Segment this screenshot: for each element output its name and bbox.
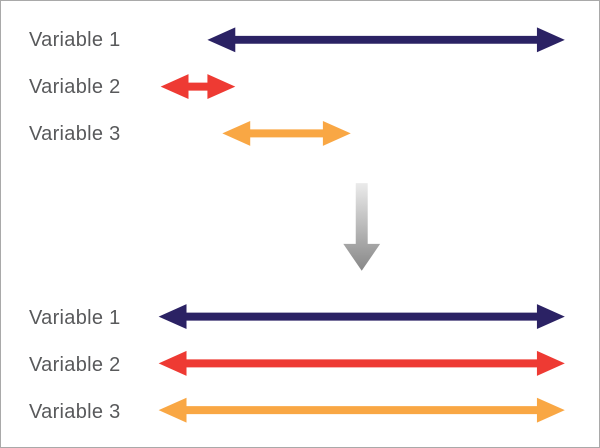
variable-label: Variable 2 bbox=[29, 354, 121, 376]
range-arrow bbox=[160, 74, 236, 100]
variable-label: Variable 3 bbox=[29, 123, 121, 145]
variable-label: Variable 1 bbox=[29, 29, 121, 51]
variable-label: Variable 1 bbox=[29, 307, 121, 329]
range-arrow bbox=[158, 304, 565, 330]
variable-label: Variable 2 bbox=[29, 76, 121, 98]
range-arrow bbox=[158, 350, 565, 376]
range-arrow bbox=[222, 120, 351, 146]
variable-label: Variable 3 bbox=[29, 401, 121, 423]
range-arrow bbox=[207, 27, 565, 53]
range-arrow bbox=[158, 397, 565, 423]
down-arrow-icon bbox=[343, 183, 381, 271]
